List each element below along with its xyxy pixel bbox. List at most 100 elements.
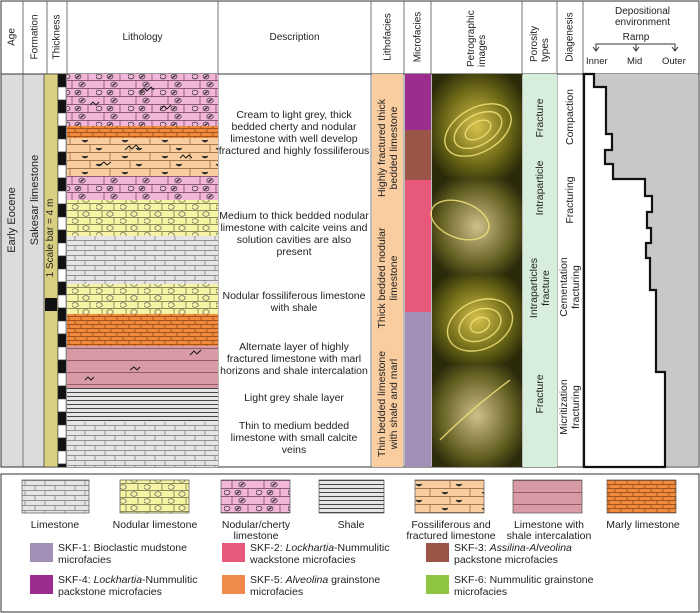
scale-block xyxy=(57,346,67,361)
header-environment: Depositional environment xyxy=(614,6,671,28)
microfacies-swatch xyxy=(426,543,449,562)
formation-label: Sakesar limestone xyxy=(29,154,41,246)
legend-swatch-shale-intercalation xyxy=(512,479,583,514)
petrographic-images xyxy=(430,74,522,467)
scale-block xyxy=(57,281,67,296)
chart-frame xyxy=(0,0,700,468)
microfacies-swatch xyxy=(222,543,245,562)
diagenesis-label-1: Compaction xyxy=(564,88,576,146)
legend-label-nodular: Nodular limestone xyxy=(112,519,198,531)
lithology-marly-2 xyxy=(67,314,218,346)
age-column xyxy=(1,74,23,467)
microfacies-label: SKF-5: Alveolina grainstone microfacies xyxy=(250,574,381,598)
description-4: Alternate layer of highly fractured lime… xyxy=(220,341,368,377)
scale-block xyxy=(57,268,67,283)
scale-block xyxy=(57,203,67,218)
lithology-column xyxy=(67,74,218,467)
petro-image-4 xyxy=(432,364,522,467)
microfacies-label: SKF-2: Lockhartia-Nummulitic wackstone m… xyxy=(250,542,390,566)
scale-block xyxy=(57,411,67,426)
scale-block xyxy=(57,255,67,270)
microfacies-label: SKF-3: Assilina-Alveolina packstone micr… xyxy=(454,542,572,566)
header-description: Description xyxy=(269,31,320,43)
microfacies-label: SKF-4: Lockhartia-Nummulitic packstone m… xyxy=(58,574,198,598)
legend-swatch-marly xyxy=(606,479,677,514)
description-5: Light grey shale layer xyxy=(244,392,344,404)
description-3: Nodular fossiliferous limestone with sha… xyxy=(222,290,366,314)
legend-label-cherty: Nodular/cherty limestone xyxy=(221,519,291,542)
scale-block xyxy=(57,424,67,439)
header-mid: Mid xyxy=(627,56,643,67)
porosity-column xyxy=(523,74,557,467)
lithology-marly-1 xyxy=(67,126,218,138)
description-2: Medium to thick bedded nodular limestone… xyxy=(219,210,369,258)
lithofacies-label-3: Thin bedded limestone with shale and mar… xyxy=(376,350,400,458)
porosity-label-2: Intraparticle xyxy=(534,160,546,216)
scale-block xyxy=(57,216,67,231)
legend-swatch-nodular xyxy=(119,479,190,514)
legend-label-marly: Marly limestone xyxy=(606,519,680,531)
legend-swatch-shale xyxy=(318,479,385,514)
description-6: Thin to medium bedded limestone with sma… xyxy=(230,420,358,456)
header-outer: Outer xyxy=(662,56,686,67)
lithology-fossiliferous xyxy=(67,138,218,176)
microfacies-swatch xyxy=(222,575,245,594)
legend-swatch-limestone xyxy=(21,479,90,514)
scale-block xyxy=(57,73,67,88)
scale-block xyxy=(57,229,67,244)
scale-block xyxy=(57,385,67,400)
environment-curve xyxy=(582,72,667,469)
header-thickness: Thickness xyxy=(51,14,63,60)
description-1: Cream to light grey, thick bedded cherty… xyxy=(218,109,370,157)
ramp-indicator xyxy=(592,43,679,52)
scale-bar-marker xyxy=(45,298,57,311)
microfacies-label: SKF-6: Nummulitic grainstone microfacies xyxy=(454,574,594,598)
fracture-marks xyxy=(84,86,202,381)
scale-block xyxy=(57,398,67,413)
scale-block xyxy=(57,307,67,322)
lithofacies-label-1: Highly fractured thick bedded limestone xyxy=(376,98,400,198)
legend-swatch-cherty xyxy=(220,479,291,514)
legend-label-limestone: Limestone xyxy=(30,519,80,531)
microfacies-skf4 xyxy=(405,74,431,130)
microfacies-skf1 xyxy=(405,312,431,467)
scale-block xyxy=(57,372,67,387)
diagenesis-label-4: Micritization fracturing xyxy=(558,379,582,435)
lithology-limestone-1 xyxy=(67,236,218,284)
thickness-scale-ticks xyxy=(45,73,67,468)
header-lithofacies: Lithofacies xyxy=(382,13,393,61)
header-diagenesis: Diagenesis xyxy=(564,12,576,62)
lithofacies-label-2: Thick bedded nodular limestone xyxy=(376,227,400,329)
header-microfacies: Microfacies xyxy=(412,11,423,63)
scale-block xyxy=(57,190,67,205)
diagenesis-label-2: Fracturing xyxy=(564,176,576,224)
microfacies-skf3 xyxy=(405,130,431,180)
legend-label-shale-intercalation: Limestone with shale intercalation xyxy=(506,519,592,542)
lithology-limestone-2 xyxy=(67,422,218,467)
lithology-shale-intercalation xyxy=(67,346,218,388)
scale-block xyxy=(57,138,67,153)
header-age: Age xyxy=(6,28,18,46)
scale-block xyxy=(57,86,67,101)
header-formation: Formation xyxy=(29,14,41,60)
scale-block xyxy=(57,294,67,309)
scale-block xyxy=(57,164,67,179)
microfacies-swatch xyxy=(30,543,53,562)
porosity-label-4: Fracture xyxy=(534,374,546,414)
header-ramp: Ramp xyxy=(622,32,650,43)
scale-label: 1 Scale bar = 4 m xyxy=(45,198,56,278)
lithology-cherty-lower xyxy=(67,176,218,200)
scale-block xyxy=(57,437,67,452)
scale-block xyxy=(57,99,67,114)
formation-column xyxy=(23,74,47,467)
petro-image-2 xyxy=(432,179,522,274)
lithology-nodular-upper xyxy=(67,200,218,236)
lithology-nodular-lower xyxy=(67,284,218,314)
microfacies-swatch xyxy=(30,575,53,594)
microfacies-skf2 xyxy=(405,180,431,312)
legend-label-fossiliferous: Fossiliferous and fractured limestone xyxy=(406,519,496,542)
header-petrographic: Petrographic images xyxy=(465,10,488,67)
lithology-shale xyxy=(67,388,218,422)
age-label: Early Eocene xyxy=(6,187,18,253)
header-porosity: Porosity types xyxy=(528,25,551,62)
